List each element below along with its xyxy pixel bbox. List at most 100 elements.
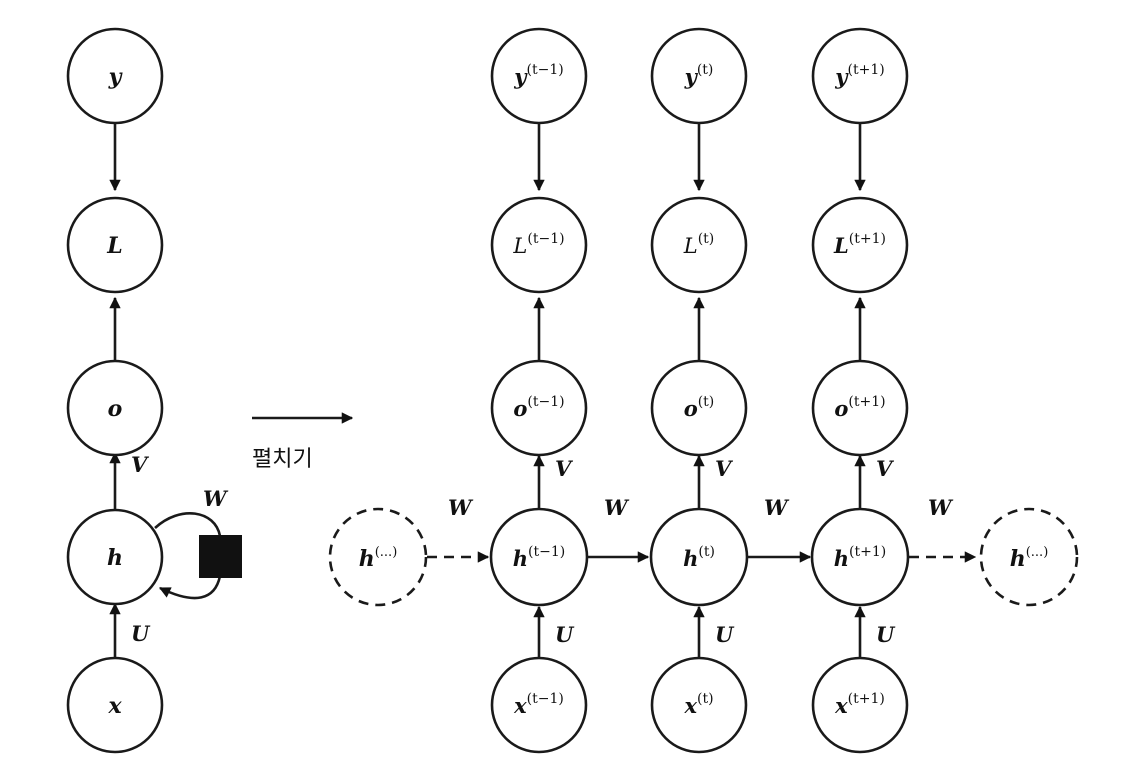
label-o-t-sup: (t)	[698, 394, 715, 410]
label-x-t-minus-1-sup: (t−1)	[527, 691, 564, 707]
unfolded-graph: h(...) h(...) W W W W y(t−1) L(t−1) o(t−…	[328, 27, 1079, 754]
label-L-t-minus-1-base: L	[512, 234, 527, 258]
label-y-t-base: y	[684, 64, 699, 89]
node-L-t-plus-1	[811, 196, 909, 294]
label-x-t-plus-1-sup: (t+1)	[848, 691, 885, 707]
node-o-t	[650, 359, 748, 457]
weight-V-t: V	[715, 456, 734, 481]
label-x-t-sup: (t)	[697, 691, 714, 707]
label-x-t-plus-1-base: x	[834, 693, 848, 718]
weight-W-step-2: W	[604, 495, 630, 520]
weight-W-out: W	[928, 495, 954, 520]
label-y: y	[108, 64, 124, 90]
label-h-prev-base: h	[359, 546, 375, 572]
label-o-t-plus-1-sup: (t+1)	[848, 394, 885, 410]
folded-graph: y L o h x V U W	[66, 27, 242, 754]
node-x-t	[650, 656, 748, 754]
label-L-t-plus-1: L(t+1)	[833, 231, 886, 258]
label-o-t-minus-1-sup: (t−1)	[527, 394, 564, 410]
node-o-t-plus-1	[811, 359, 909, 457]
label-x-t-minus-1: x(t−1)	[513, 691, 564, 718]
label-h-t-minus-1-sup: (t−1)	[528, 544, 565, 560]
time-step-t: y(t) L(t) o(t) h(t) x(t) V U	[649, 27, 749, 754]
node-o-t-minus-1	[490, 359, 588, 457]
folded-weight-V: V	[131, 452, 150, 477]
label-y-t-minus-1: y(t−1)	[513, 62, 563, 89]
label-L-t-minus-1: L(t−1)	[512, 231, 564, 258]
label-h-next-base: h	[1010, 546, 1026, 572]
node-y	[66, 27, 164, 125]
label-h-next-sup: (...)	[1026, 545, 1049, 560]
node-y-t	[650, 27, 748, 125]
self-loop-top	[154, 512, 222, 537]
label-x-t-plus-1: x(t+1)	[834, 691, 885, 718]
label-L-t-base: L	[683, 234, 698, 258]
folded-weight-U: U	[131, 621, 151, 646]
label-o-t-base: o	[684, 396, 698, 421]
label-y-t-minus-1-sup: (t−1)	[527, 62, 564, 78]
label-o-t-plus-1: o(t+1)	[834, 394, 885, 421]
label-o-t-plus-1-base: o	[834, 396, 848, 421]
node-h	[66, 508, 164, 606]
label-h-t-plus-1: h(t+1)	[834, 544, 886, 571]
label-h-t: h(t)	[683, 544, 715, 571]
label-y-t-plus-1-sup: (t+1)	[848, 62, 885, 78]
label-o-t-minus-1-base: o	[513, 396, 527, 421]
node-L-t-minus-1	[490, 196, 588, 294]
weight-W-step-1: W	[448, 495, 474, 520]
label-L-t-plus-1-sup: (t+1)	[849, 231, 886, 247]
label-x: x	[107, 693, 122, 719]
label-y-t-sup: (t)	[697, 62, 714, 78]
label-y-t-plus-1: y(t+1)	[834, 62, 884, 89]
node-x	[66, 656, 164, 754]
label-L-t-minus-1-sup: (t−1)	[527, 231, 564, 247]
node-h-t-minus-1	[489, 507, 589, 607]
time-delay-square	[199, 535, 242, 578]
node-L-t	[650, 196, 748, 294]
node-x-t-minus-1	[490, 656, 588, 754]
weight-U-t-plus-1: U	[876, 622, 896, 647]
label-h-t-plus-1-base: h	[834, 546, 849, 571]
label-x-t-minus-1-base: x	[513, 693, 527, 718]
node-h-t	[649, 507, 749, 607]
label-h-t-sup: (t)	[698, 544, 715, 560]
label-x-t: x(t)	[683, 691, 713, 718]
label-o: o	[108, 396, 123, 422]
self-loop-bottom	[158, 575, 222, 600]
time-step-t-minus-1: y(t−1) L(t−1) o(t−1) h(t−1) x(t−1) V U	[489, 27, 589, 754]
label-x-t-base: x	[683, 693, 697, 718]
label-L-t: L(t)	[683, 231, 715, 258]
node-y-t-plus-1	[811, 27, 909, 125]
label-h-t-plus-1-sup: (t+1)	[849, 544, 886, 560]
unfold-arrow-group: 펼치기	[252, 412, 354, 472]
weight-U-t: U	[715, 622, 735, 647]
node-h-t-plus-1	[810, 507, 910, 607]
node-x-t-plus-1	[811, 656, 909, 754]
weight-W-step-3: W	[764, 495, 790, 520]
label-h: h	[107, 545, 123, 571]
folded-weight-W: W	[203, 486, 229, 511]
label-o-t-minus-1: o(t−1)	[513, 394, 564, 421]
node-o	[66, 359, 164, 457]
label-h-t-minus-1-base: h	[513, 546, 528, 571]
label-L: L	[106, 233, 122, 259]
unfold-caption: 펼치기	[252, 447, 313, 472]
label-L-t-sup: (t)	[698, 231, 715, 247]
label-h-next: h(...)	[1010, 545, 1049, 572]
label-o-t: o(t)	[684, 394, 715, 421]
time-step-t-plus-1: y(t+1) L(t+1) o(t+1) h(t+1) x(t+1) V U	[810, 27, 910, 754]
node-h-prev	[328, 507, 428, 607]
node-h-next	[979, 507, 1079, 607]
label-L-t-plus-1-base: L	[833, 233, 849, 258]
label-y-t-minus-1-base: y	[513, 64, 528, 89]
label-h-prev: h(...)	[359, 545, 398, 572]
label-y-t: y(t)	[684, 62, 714, 89]
node-y-t-minus-1	[490, 27, 588, 125]
node-L	[66, 196, 164, 294]
label-y-t-plus-1-base: y	[834, 64, 849, 89]
weight-U-t-minus-1: U	[555, 622, 575, 647]
weight-V-t-plus-1: V	[876, 456, 895, 481]
label-h-t-base: h	[683, 546, 698, 571]
weight-V-t-minus-1: V	[555, 456, 574, 481]
